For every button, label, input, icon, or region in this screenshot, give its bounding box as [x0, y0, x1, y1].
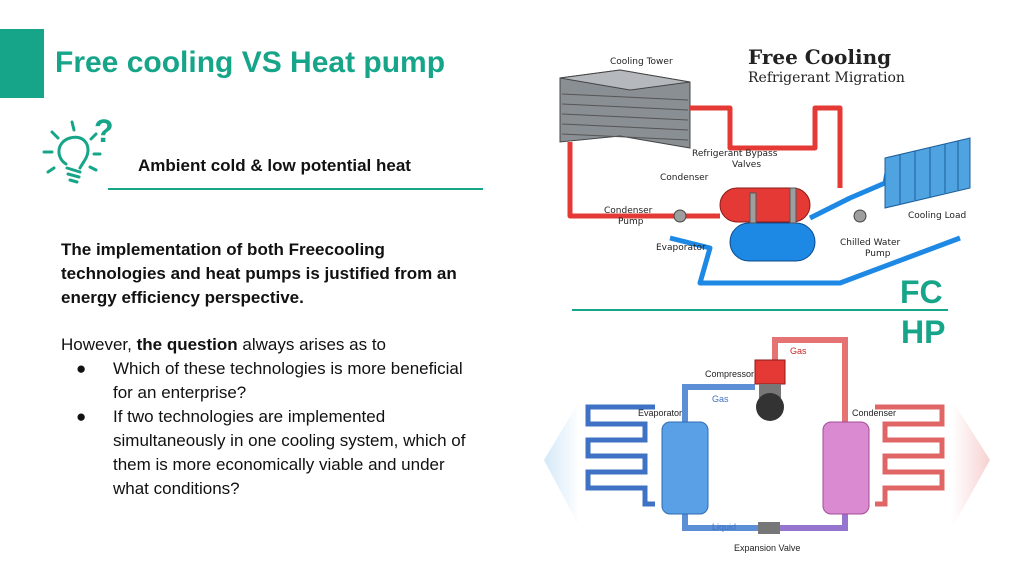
- page-title: Free cooling VS Heat pump: [55, 46, 446, 79]
- condenser-tank: [719, 187, 811, 223]
- cooling-tower-label: Cooling Tower: [610, 57, 673, 67]
- question-emphasis: the question: [136, 335, 238, 354]
- subtitle-divider: [108, 188, 483, 190]
- chilled-water-pump-icon: [853, 209, 867, 223]
- compressor-graphic: [754, 359, 786, 421]
- cooling-tower-graphic: [559, 69, 691, 149]
- evaporator-coil: [585, 404, 655, 507]
- cold-air-arrow: [544, 400, 580, 528]
- condenser-coil: [875, 404, 945, 507]
- free-cooling-diagram: Free Cooling Refrigerant Migration Cooli…: [559, 45, 971, 286]
- condenser-pump-label-line2: Pump: [618, 217, 644, 227]
- question-paragraph: However, the question always arises as t…: [61, 333, 481, 501]
- gas-left-label: Gas: [712, 394, 729, 404]
- bypass-label-line1: Refrigerant Bypass: [692, 149, 778, 159]
- bullet-text: If two technologies are implemented simu…: [113, 407, 466, 498]
- compressor-label: Compressor: [705, 369, 754, 379]
- gas-top-label: Gas: [790, 346, 807, 356]
- intro-paragraph: The implementation of both Freecooling t…: [61, 240, 457, 307]
- chilled-water-pump-label-line2: Pump: [865, 249, 891, 259]
- hot-air-arrow: [952, 400, 990, 528]
- expansion-valve-graphic: [758, 522, 780, 534]
- cooling-load-panel: [884, 137, 971, 209]
- fc-title-line1: Free Cooling: [748, 45, 891, 69]
- cooling-load-label: Cooling Load: [908, 211, 966, 221]
- list-item: ● Which of these technologies is more ben…: [76, 357, 481, 405]
- condenser-label: Condenser: [660, 173, 709, 183]
- condenser-cylinder: [822, 421, 870, 515]
- bullet-dot: ●: [76, 407, 87, 426]
- condenser-pump-icon: [673, 209, 687, 223]
- bullet-dot: ●: [76, 359, 87, 378]
- expansion-valve-label: Expansion Valve: [734, 543, 800, 553]
- heat-pump-diagram: Gas Compressor Gas Evaporator Condenser …: [544, 337, 990, 553]
- question-mark: ?: [94, 113, 114, 149]
- chilled-return-pipe: [808, 157, 893, 221]
- title-accent-bar: [0, 29, 44, 98]
- evaporator-cylinder: [661, 421, 709, 515]
- evaporator-label: Evaporator: [656, 243, 706, 253]
- gas-discharge-pipe: [772, 337, 848, 432]
- fc-label: FC: [900, 274, 943, 310]
- evaporator-label: Evaporator: [638, 408, 682, 418]
- tower-supply-pipe: [690, 105, 843, 188]
- liquid-label: Liquid: [712, 522, 736, 532]
- question-prefix: However,: [61, 335, 137, 354]
- hp-label: HP: [901, 314, 946, 350]
- question-suffix: always arises as to: [237, 335, 386, 354]
- bypass-valves: [749, 187, 797, 224]
- diagram-divider: [572, 309, 948, 311]
- lightbulb-icon: ?: [42, 113, 114, 184]
- condenser-pump-label-line1: Condenser: [604, 206, 653, 216]
- chilled-water-pump-label-line1: Chilled Water: [840, 238, 901, 248]
- fc-title-line2: Refrigerant Migration: [748, 70, 905, 86]
- list-item: ● If two technologies are implemented sim…: [76, 405, 481, 501]
- evaporator-tank: [729, 222, 816, 262]
- subtitle: Ambient cold & low potential heat: [138, 156, 411, 175]
- question-lead: However, the question always arises as t…: [61, 333, 481, 357]
- chilled-supply-pipe: [669, 235, 961, 286]
- question-list: ● Which of these technologies is more ben…: [61, 357, 481, 501]
- bullet-text: Which of these technologies is more bene…: [113, 359, 463, 402]
- condenser-label: Condenser: [852, 408, 896, 418]
- bypass-label-line2: Valves: [732, 160, 761, 170]
